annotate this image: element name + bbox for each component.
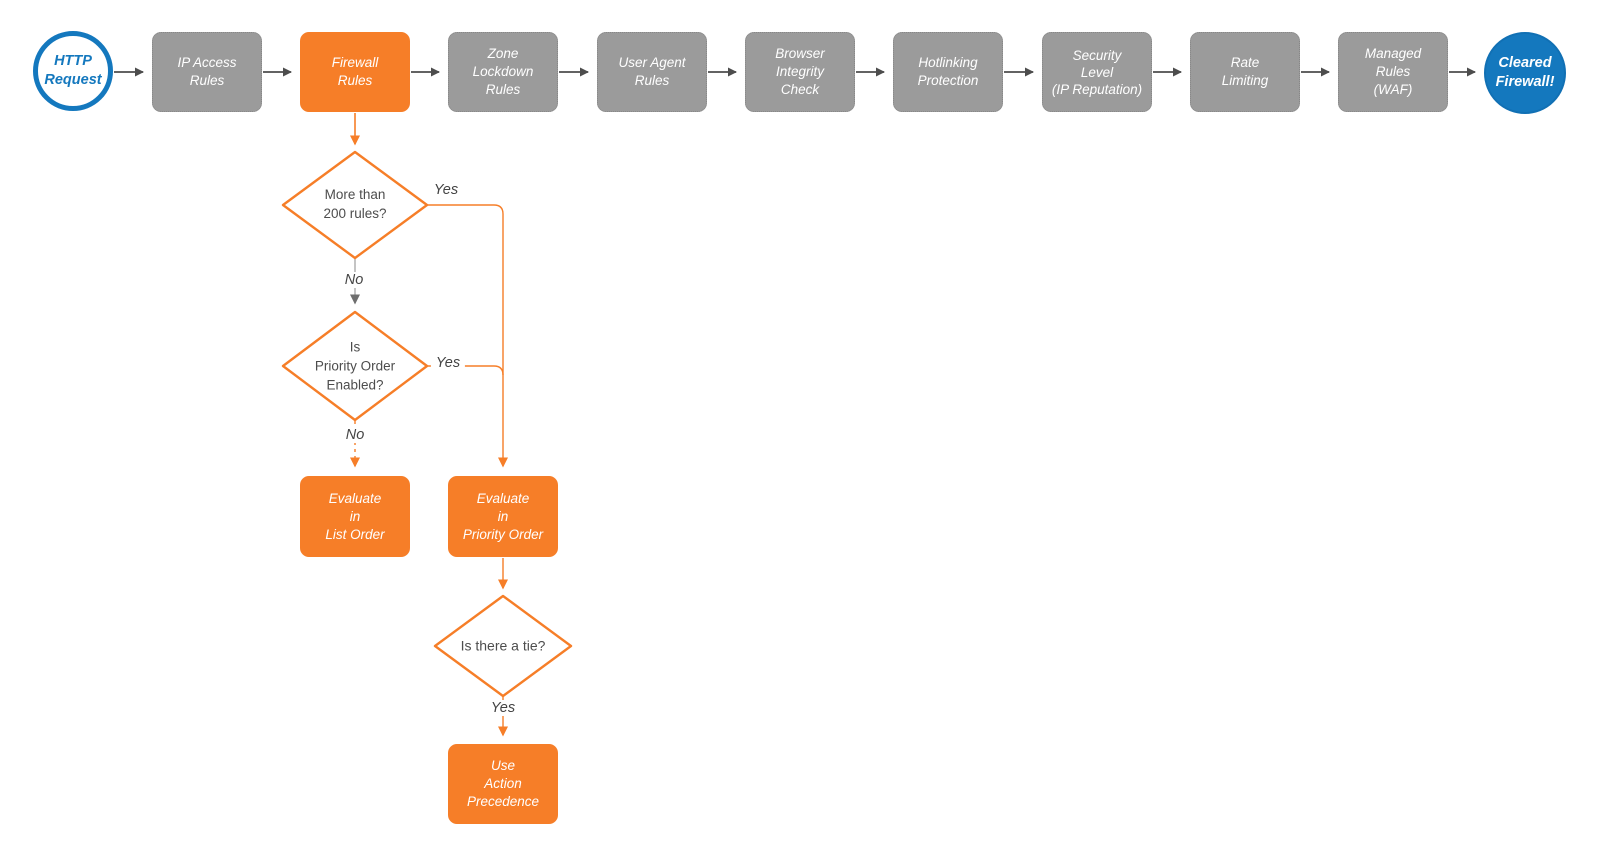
start-node-http-request: HTTP Request xyxy=(33,31,113,111)
end-node-cleared-firewall: Cleared Firewall! xyxy=(1484,32,1566,114)
decision-priority-order-enabled-label: Is Priority Order Enabled? xyxy=(314,339,396,393)
edge-d2-yes xyxy=(428,365,504,376)
action-node-use-action-precedence: Use Action Precedence xyxy=(448,744,558,824)
pipeline-node-security-level: Security Level (IP Reputation) xyxy=(1042,32,1152,112)
edge-d1-yes xyxy=(428,204,508,468)
action-node-evaluate-in-list-order: Evaluate in List Order xyxy=(300,476,410,557)
pipeline-node-ip-access-rules: IP Access Rules xyxy=(152,32,262,112)
pipeline-node-firewall-rules: Firewall Rules xyxy=(300,32,410,112)
decision-is-there-a-tie-label: Is there a tie? xyxy=(460,637,546,654)
pipeline-node-user-agent-rules: User Agent Rules xyxy=(597,32,707,112)
pipeline-node-zone-lockdown-rules: Zone Lockdown Rules xyxy=(448,32,558,112)
decision-more-than-200-rules-shape xyxy=(281,150,429,260)
edge-label-d3-yes: Yes xyxy=(485,700,521,716)
action-node-evaluate-in-priority-order: Evaluate in Priority Order xyxy=(448,476,558,557)
edge-label-d1-yes: Yes xyxy=(433,182,459,198)
decision-shapes xyxy=(281,150,573,698)
decision-more-than-200-rules-label: More than 200 rules? xyxy=(323,187,387,221)
pipeline-node-rate-limiting: Rate Limiting xyxy=(1190,32,1300,112)
pipeline-node-managed-rules-waf: Managed Rules (WAF) xyxy=(1338,32,1448,112)
pipeline-node-hotlinking-protection: Hotlinking Protection xyxy=(893,32,1003,112)
edge-label-d1-no: No xyxy=(339,272,369,288)
edge-label-d2-yes: Yes xyxy=(430,355,466,371)
edge-label-d2-no: No xyxy=(340,427,370,443)
decision-is-there-a-tie-shape xyxy=(433,594,573,698)
decision-priority-order-enabled-shape xyxy=(281,310,429,422)
pipeline-node-browser-integrity-check: Browser Integrity Check xyxy=(745,32,855,112)
